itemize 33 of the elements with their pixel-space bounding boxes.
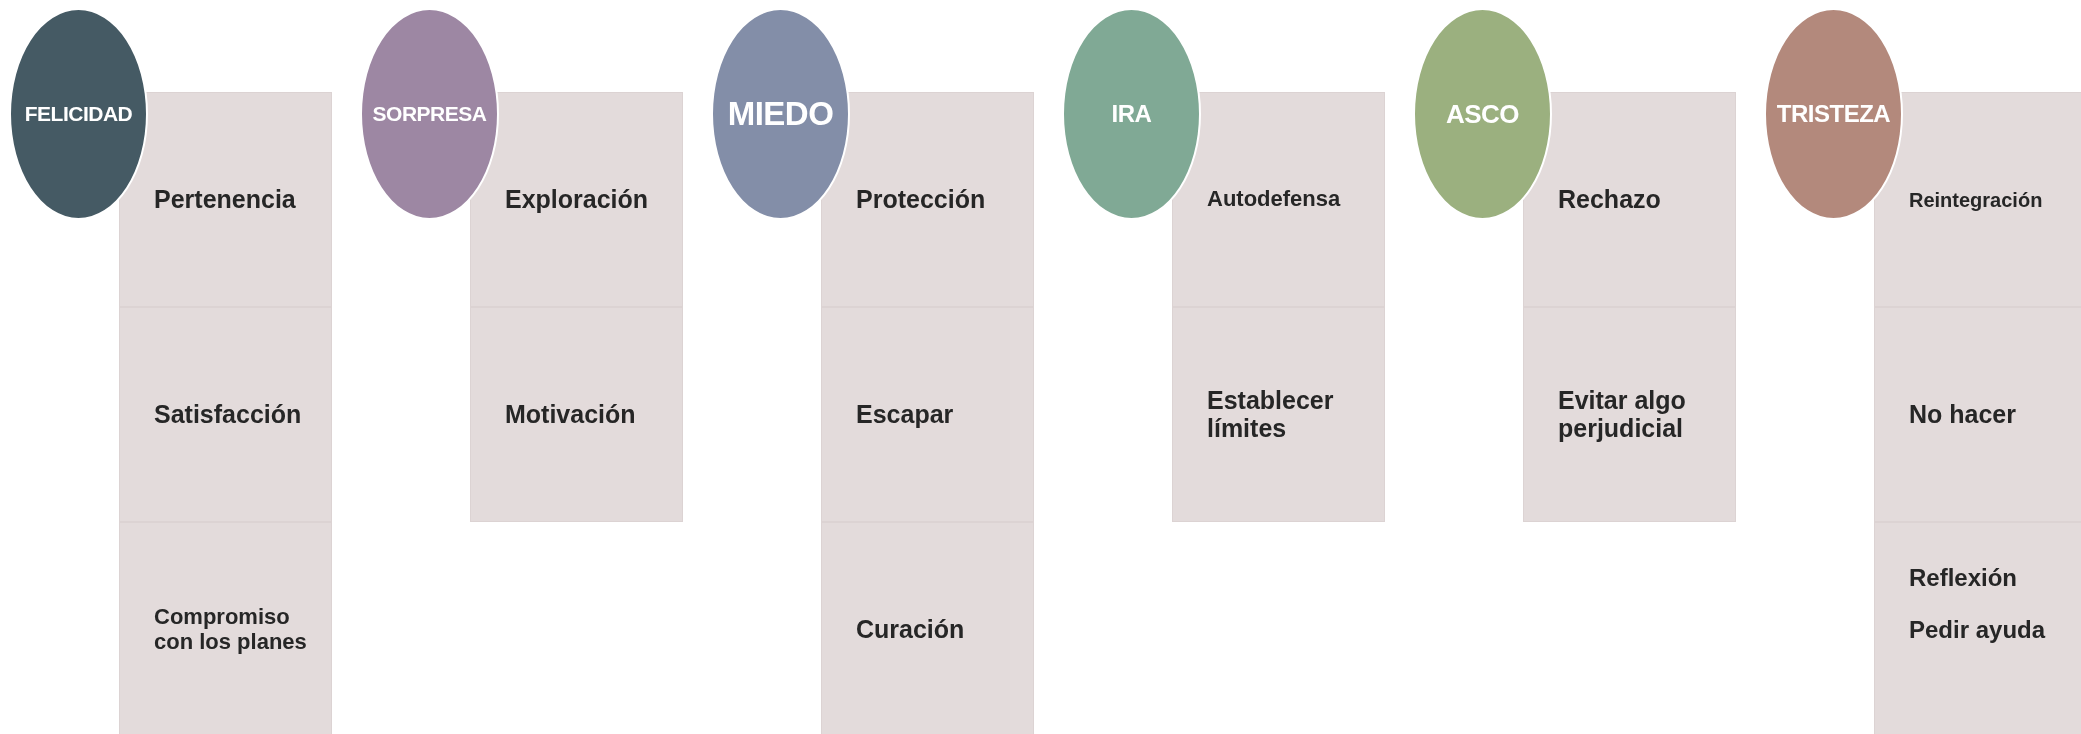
function-label: Pedir ayuda: [1909, 617, 2047, 644]
function-label: No hacer: [1909, 400, 2017, 429]
function-label: Rechazo: [1558, 185, 1662, 214]
function-box: [1874, 307, 2081, 522]
function-label: Escapar: [856, 400, 955, 429]
function-box: [119, 522, 332, 734]
function-box: [821, 522, 1034, 734]
function-label: Establecer límites: [1207, 387, 1335, 442]
function-box: [470, 307, 683, 522]
function-label: Exploración: [505, 185, 650, 214]
function-box: [1874, 522, 2081, 734]
function-box: [1523, 92, 1736, 307]
emotion-label: MIEDO: [727, 95, 834, 133]
function-label: Protección: [856, 185, 987, 214]
emotion-label: FELICIDAD: [24, 102, 133, 126]
function-box: [119, 307, 332, 522]
function-label: Reintegración: [1909, 188, 2044, 211]
emotion-label: IRA: [1111, 100, 1152, 128]
function-label: Pertenencia: [154, 185, 297, 214]
function-box: [1172, 92, 1385, 307]
function-label: Satisfacción: [154, 400, 303, 429]
function-box: [1172, 307, 1385, 522]
emotion-label: TRISTEZA: [1776, 100, 1891, 128]
function-label: Motivación: [505, 400, 637, 429]
emotion-label: ASCO: [1445, 98, 1520, 130]
emotion-label: SORPRESA: [372, 102, 487, 126]
function-label: Compromiso con los planes: [154, 605, 308, 654]
function-label: Autodefensa: [1207, 187, 1342, 212]
function-box: [1523, 307, 1736, 522]
function-label: Evitar algo perjudicial: [1558, 387, 1687, 442]
function-label: Reflexión: [1909, 565, 2019, 592]
function-label: Curación: [856, 615, 966, 644]
function-box: [821, 307, 1034, 522]
